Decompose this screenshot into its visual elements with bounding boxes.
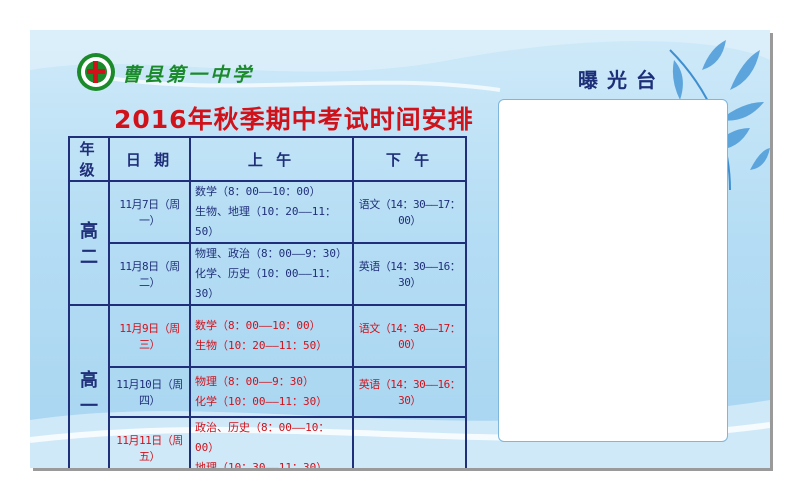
morning-exam-1: 物理、政治（8：00——9：30） bbox=[195, 247, 347, 260]
afternoon-cell: 英语（14：30——16：30） bbox=[352, 366, 467, 418]
table-header-row: 年级 日 期 上 午 下 午 bbox=[68, 136, 467, 182]
afternoon-cell bbox=[352, 416, 467, 468]
table-row: 11月11日（周五） 政治、历史（8：00——10：00） 地理（10：30——… bbox=[69, 416, 467, 468]
table-row: 11月8日（周二） 物理、政治（8：00——9：30） 化学、历史（10：00—… bbox=[69, 242, 467, 306]
header-afternoon: 下 午 bbox=[352, 136, 467, 182]
date-cell: 11月11日（周五） bbox=[108, 416, 191, 468]
afternoon-cell: 英语（14：30——16：30） bbox=[352, 242, 467, 306]
morning-exam-1: 数学（8：00——10：00） bbox=[195, 319, 321, 332]
morning-exam-2: 化学、历史（10：00——11：30） bbox=[195, 267, 336, 300]
morning-exam-2: 生物、地理（10：20——11：50） bbox=[195, 205, 336, 238]
exam-board: 曹县第一中学 2016年秋季期中考试时间安排 曝光台 年级 日 期 上 午 下 … bbox=[30, 30, 770, 468]
grade-cell: 高二 bbox=[68, 180, 110, 306]
morning-exam-1: 物理（8：00——9：30） bbox=[195, 375, 314, 388]
morning-exam-2: 化学（10：00——11：30） bbox=[195, 395, 328, 408]
header-morning: 上 午 bbox=[189, 136, 354, 182]
school-name: 曹县第一中学 bbox=[122, 64, 255, 86]
morning-cell: 数学（8：00——10：00） 生物（10：20——11：50） bbox=[189, 304, 354, 368]
morning-cell: 政治、历史（8：00——10：00） 地理（10：30——11：30） bbox=[189, 416, 354, 468]
header-grade: 年级 bbox=[68, 136, 110, 182]
date-cell: 11月9日（周三） bbox=[108, 304, 191, 368]
exposure-title: 曝光台 bbox=[578, 68, 665, 92]
afternoon-cell: 语文（14：30——17：00） bbox=[352, 180, 467, 244]
morning-exam-2: 地理（10：30——11：30） bbox=[195, 461, 328, 468]
leaf-decoration bbox=[672, 40, 770, 170]
grade-cell: 高一 bbox=[68, 304, 110, 468]
date-cell: 11月8日（周二） bbox=[108, 242, 191, 306]
morning-cell: 数学（8：00——10：00） 生物、地理（10：20——11：50） bbox=[189, 180, 354, 244]
header-date: 日 期 bbox=[108, 136, 191, 182]
date-cell: 11月10日（周四） bbox=[108, 366, 191, 418]
morning-exam-1: 数学（8：00——10：00） bbox=[195, 185, 321, 198]
table-row: 高二 11月7日（周一） 数学（8：00——10：00） 生物、地理（10：20… bbox=[68, 180, 467, 306]
school-logo-icon bbox=[77, 53, 115, 91]
table-row: 11月10日（周四） 物理（8：00——9：30） 化学（10：00——11：3… bbox=[69, 366, 467, 418]
morning-cell: 物理、政治（8：00——9：30） 化学、历史（10：00——11：30） bbox=[189, 242, 354, 306]
exam-schedule-table: 年级 日 期 上 午 下 午 高二 11月7日（周一） 数学（8：00——10：… bbox=[68, 136, 467, 468]
exposure-board bbox=[498, 99, 728, 442]
date-cell: 11月7日（周一） bbox=[108, 180, 191, 244]
morning-exam-1: 政治、历史（8：00——10：00） bbox=[195, 421, 330, 454]
morning-cell: 物理（8：00——9：30） 化学（10：00——11：30） bbox=[189, 366, 354, 418]
afternoon-cell: 语文（14：30——17：00） bbox=[352, 304, 467, 368]
page-title: 2016年秋季期中考试时间安排 bbox=[114, 105, 474, 134]
table-row: 高一 11月9日（周三） 数学（8：00——10：00） 生物（10：20——1… bbox=[68, 304, 467, 468]
morning-exam-2: 生物（10：20——11：50） bbox=[195, 339, 328, 352]
